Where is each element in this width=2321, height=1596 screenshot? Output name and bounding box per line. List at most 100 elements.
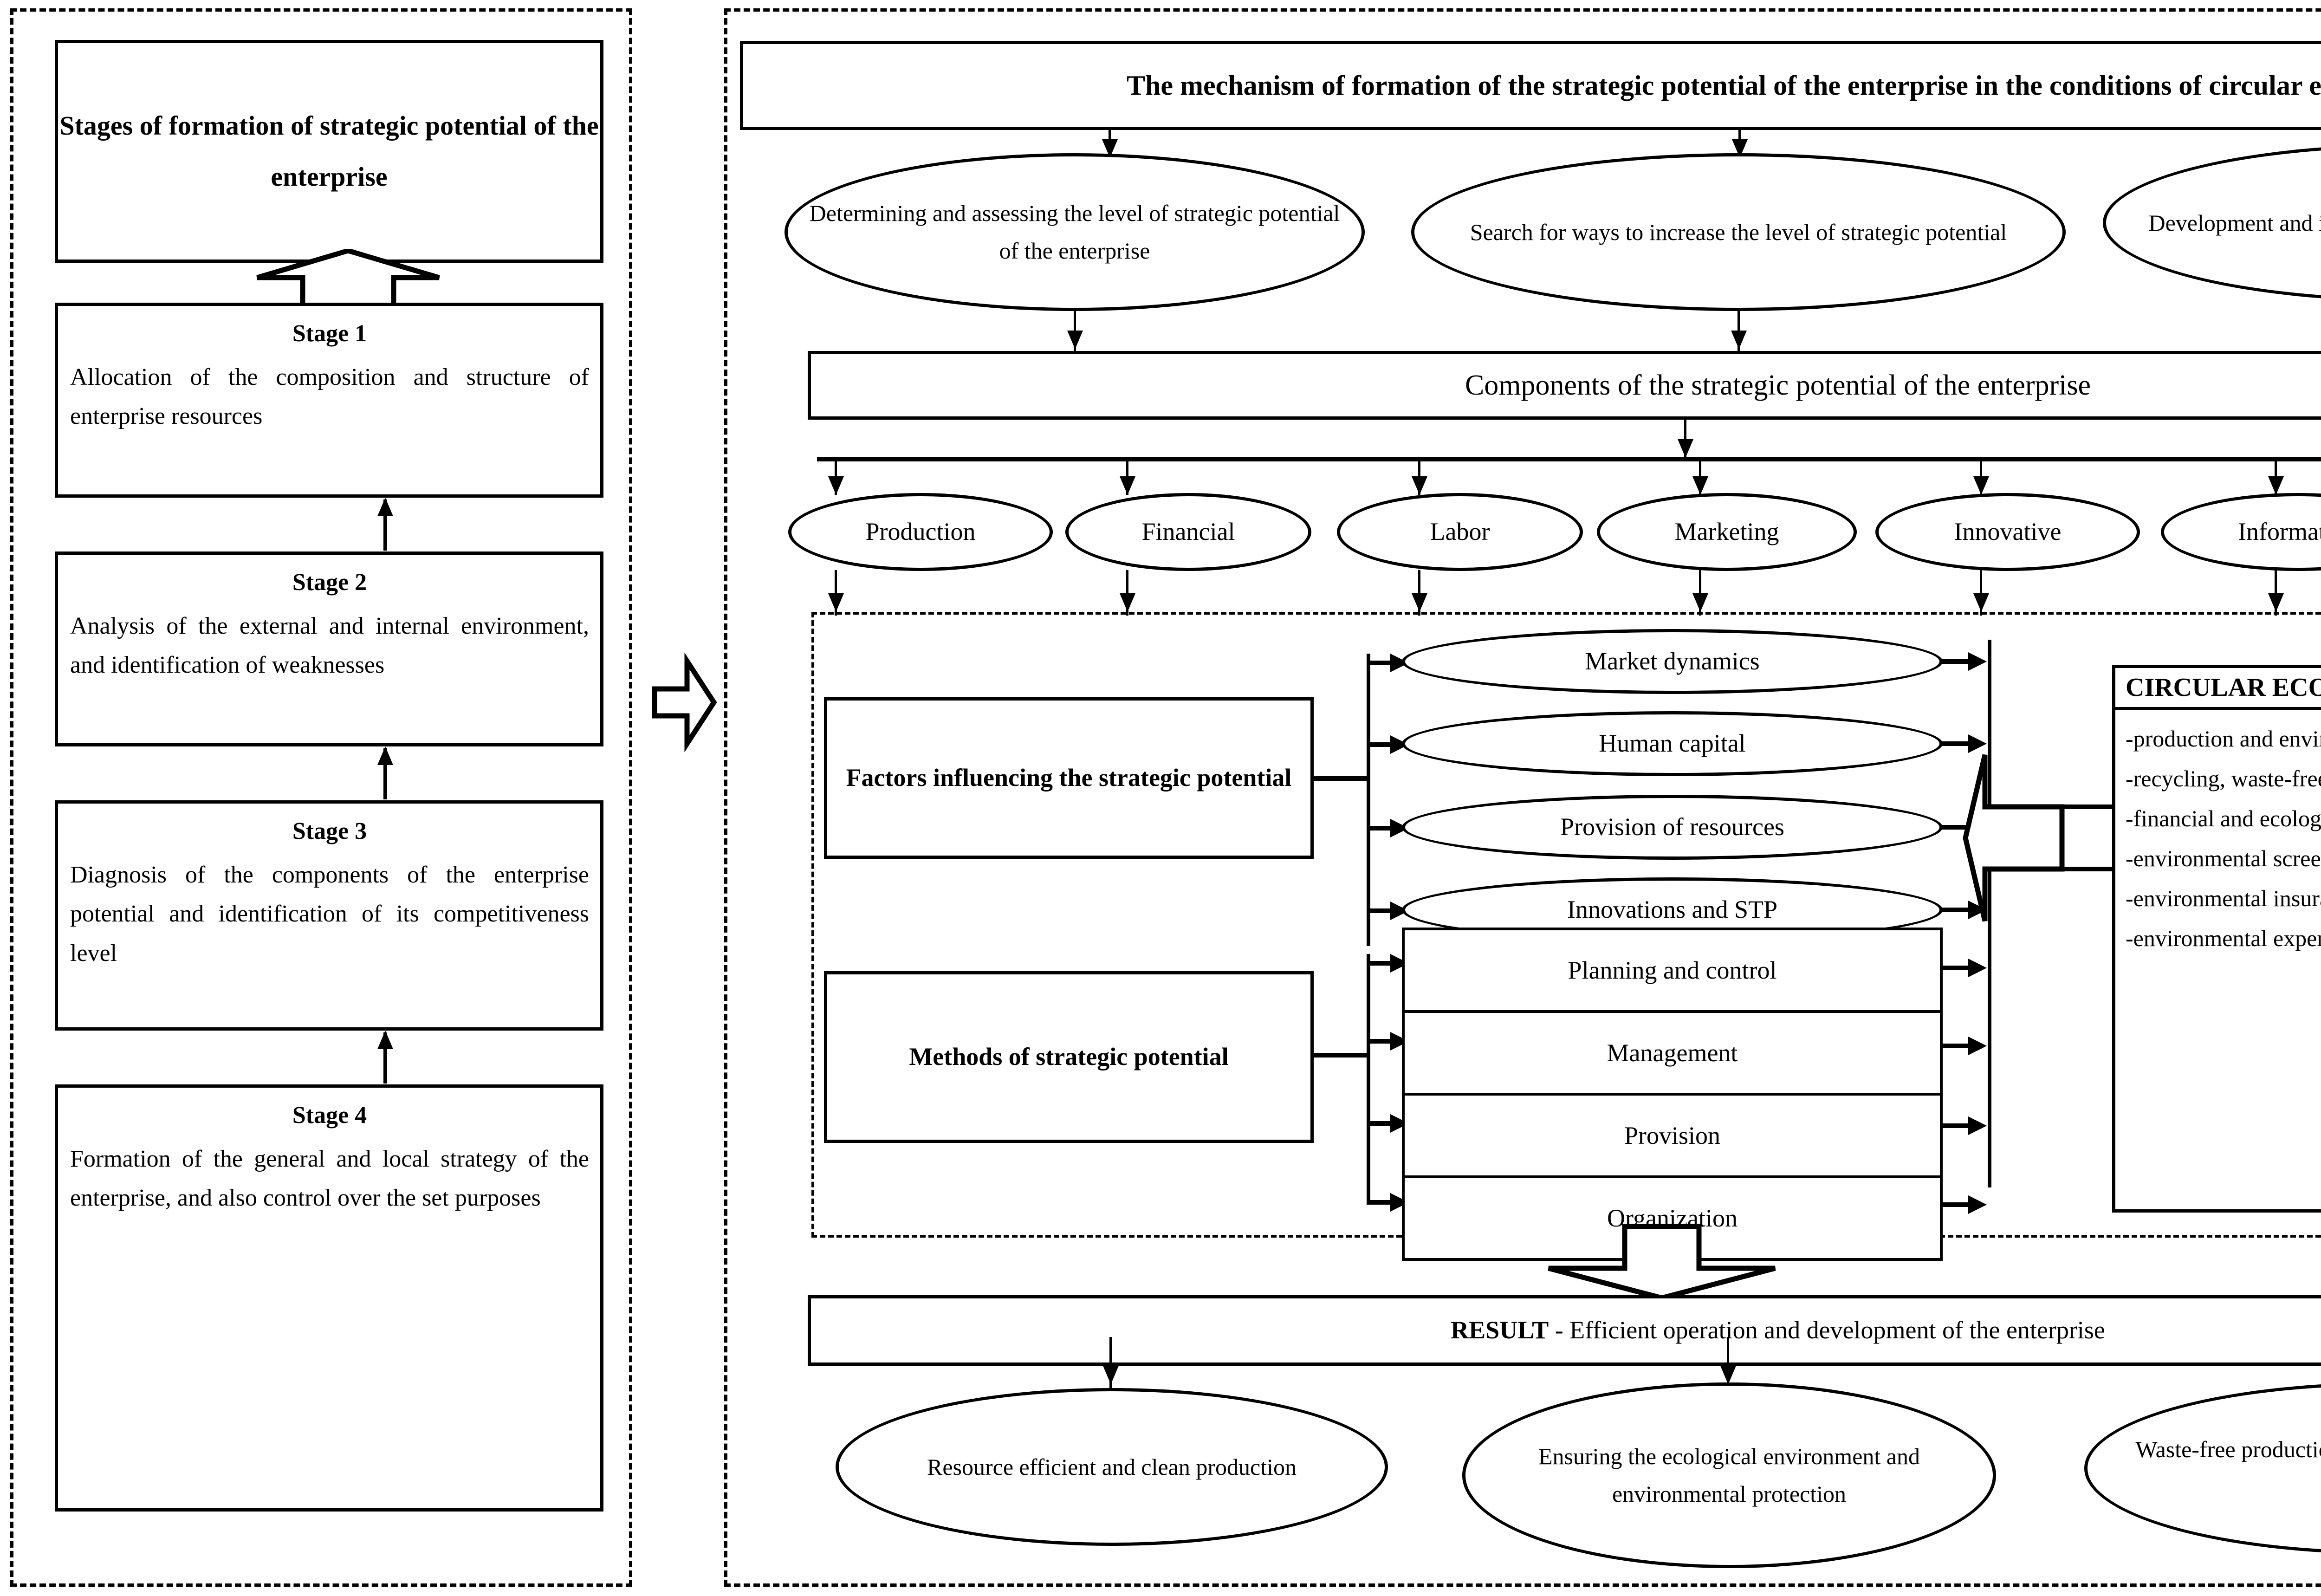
factor-ellipse-provision-of-resources: Provision of resources: [1402, 795, 1943, 860]
top-ellipse-3-text: Development and implementation of the su…: [2148, 209, 2321, 236]
factor-label-human-capital: Human capital: [1599, 729, 1746, 758]
right-panel-border: [724, 8, 2321, 1587]
stage-box-2: Stage 2 Analysis of the external and int…: [55, 551, 603, 746]
top-ellipse-2-text: Search for ways to increase the level of…: [1470, 219, 2007, 245]
factor-out-4: [1940, 908, 1973, 912]
result-ellipse-1: Resource efficient and clean production: [836, 1388, 1388, 1546]
method-cell-provision: Provision: [1402, 1093, 1943, 1178]
ellipse-1-to-components-line: [1074, 309, 1076, 351]
fan-arrow-2: [1120, 476, 1135, 495]
fan-arrow-6: [2268, 476, 2284, 495]
stage-4-to-3-arrowhead: [377, 1031, 393, 1049]
method-out-arrow-2: [1968, 1037, 1987, 1055]
circular-economy-title: CIRCULAR ECONOMY: [2115, 668, 2321, 710]
circular-economy-box: CIRCULAR ECONOMY -production and environ…: [2112, 665, 2321, 1213]
left-panel-title: Stages of formation of strategic potenti…: [59, 110, 599, 192]
methods-feed-1: [1367, 961, 1394, 966]
comp-out-arrow-1: [828, 593, 844, 612]
circular-economy-left-block-arrow: [1963, 752, 2065, 924]
method-cell-management: Management: [1402, 1010, 1943, 1096]
result-prefix: RESULT: [1451, 1316, 1549, 1344]
ce-link-lower: [2060, 867, 2116, 871]
result-ellipse-2-text: Ensuring the ecological environment and …: [1538, 1443, 1920, 1507]
comp-out-arrow-3: [1412, 593, 1427, 612]
comp-out-1: [835, 570, 837, 616]
methods-label-text: Methods of strategic potential: [909, 1043, 1229, 1071]
factors-feed-1: [1367, 661, 1394, 665]
method-out-1: [1940, 966, 1973, 970]
top-ellipse-1-text: Determining and assessing the level of s…: [809, 200, 1340, 264]
mechanism-header-bar: The mechanism of formation of the strate…: [740, 41, 2321, 130]
result-bar: RESULT - Efficient operation and develop…: [808, 1295, 2321, 1366]
stage-2-to-1-line: [383, 500, 387, 551]
component-ellipse-production: Production: [788, 493, 1053, 571]
method-out-arrow-4: [1968, 1195, 1987, 1214]
result-out-1: [1109, 1337, 1112, 1388]
factor-label-innovations-and-stp: Innovations and STP: [1567, 895, 1777, 924]
result-ellipse-1-text: Resource efficient and clean production: [927, 1453, 1297, 1480]
factors-label-box: Factors influencing the strategic potent…: [824, 697, 1314, 859]
circular-economy-item-5: -environmental insurance;: [2126, 885, 2321, 911]
fan-arrow-1: [828, 476, 844, 495]
stage-4-label: Stage 4: [292, 1102, 367, 1129]
stage-3-to-2-arrowhead: [377, 746, 393, 765]
ellipse-2-to-components-arrow: [1731, 331, 1747, 349]
ce-link-upper: [2060, 804, 2116, 809]
methods-feed-2: [1367, 1039, 1394, 1044]
stage-3-label: Stage 3: [292, 818, 367, 844]
component-label-innovative: Innovative: [1954, 518, 2062, 546]
top-ellipse-1: Determining and assessing the level of s…: [784, 153, 1365, 311]
method-out-arrow-1: [1968, 959, 1987, 977]
factors-feed-3: [1367, 826, 1394, 830]
result-out-arrow-2: [1720, 1366, 1736, 1384]
stage-box-3: Stage 3 Diagnosis of the components of t…: [55, 800, 603, 1031]
stage-1-label: Stage 1: [292, 320, 367, 347]
result-suffix: - Efficient operation and development of…: [1549, 1316, 2105, 1344]
factors-feed-2: [1367, 742, 1394, 747]
top-ellipse-2: Search for ways to increase the level of…: [1411, 153, 2066, 311]
component-ellipse-marketing: Marketing: [1597, 493, 1857, 571]
factor-out-2: [1940, 741, 1973, 746]
comp-out-6: [2275, 570, 2277, 616]
components-bar-text: Components of the strategic potential of…: [1465, 369, 2091, 401]
methods-feed-3: [1367, 1121, 1394, 1126]
comp-out-arrow-2: [1120, 593, 1135, 612]
stage-4-to-3-line: [383, 1032, 387, 1083]
stage-2-to-1-arrowhead: [377, 498, 393, 516]
method-out-4: [1940, 1202, 1973, 1207]
component-label-labor: Labor: [1430, 518, 1490, 546]
methods-stack: Planning and control Management Provisio…: [1402, 928, 1943, 1261]
stage-2-text: Analysis of the external and internal en…: [70, 613, 589, 679]
stage-3-to-2-line: [383, 748, 387, 799]
stage-box-4: Stage 4 Formation of the general and loc…: [55, 1084, 603, 1512]
comp-out-arrow-4: [1692, 593, 1708, 612]
comp-out-3: [1418, 570, 1420, 616]
ellipse-2-to-components-line: [1738, 309, 1740, 351]
result-ellipse-3-text: Waste-free production and minimization o…: [2135, 1436, 2321, 1462]
fan-arrow-5: [1973, 476, 1989, 495]
methods-bus: [1367, 954, 1370, 1205]
circular-economy-item-2: -recycling, waste-free technologies;: [2126, 766, 2321, 792]
stage-4-text: Formation of the general and local strat…: [70, 1146, 589, 1212]
panel-link-block-arrow: [652, 649, 717, 756]
mechanism-header-text: The mechanism of formation of the strate…: [1126, 70, 2321, 101]
left-panel-title-box: Stages of formation of strategic potenti…: [55, 40, 603, 263]
circular-economy-item-6: -environmental expertise.: [2126, 925, 2321, 951]
factors-feed-4: [1367, 908, 1394, 913]
fan-arrow-3: [1412, 476, 1427, 495]
ellipse-1-to-components-arrow: [1067, 331, 1083, 349]
comp-out-arrow-5: [1973, 593, 1989, 612]
component-label-financial: Financial: [1141, 518, 1235, 546]
comp-out-2: [1126, 570, 1128, 616]
stage-3-text: Diagnosis of the components of the enter…: [70, 862, 589, 967]
factor-out-arrow-1: [1968, 652, 1987, 671]
component-label-information: Information: [2238, 518, 2321, 546]
comp-out-5: [1980, 570, 1982, 616]
method-out-2: [1940, 1044, 1973, 1048]
fan-arrow-4: [1692, 476, 1708, 495]
result-out-arrow-1: [1103, 1366, 1119, 1384]
factor-out-arrow-2: [1968, 734, 1987, 753]
circular-economy-item-3: -financial and ecological analysis of na…: [2126, 805, 2321, 831]
methods-feed-4: [1367, 1200, 1394, 1205]
